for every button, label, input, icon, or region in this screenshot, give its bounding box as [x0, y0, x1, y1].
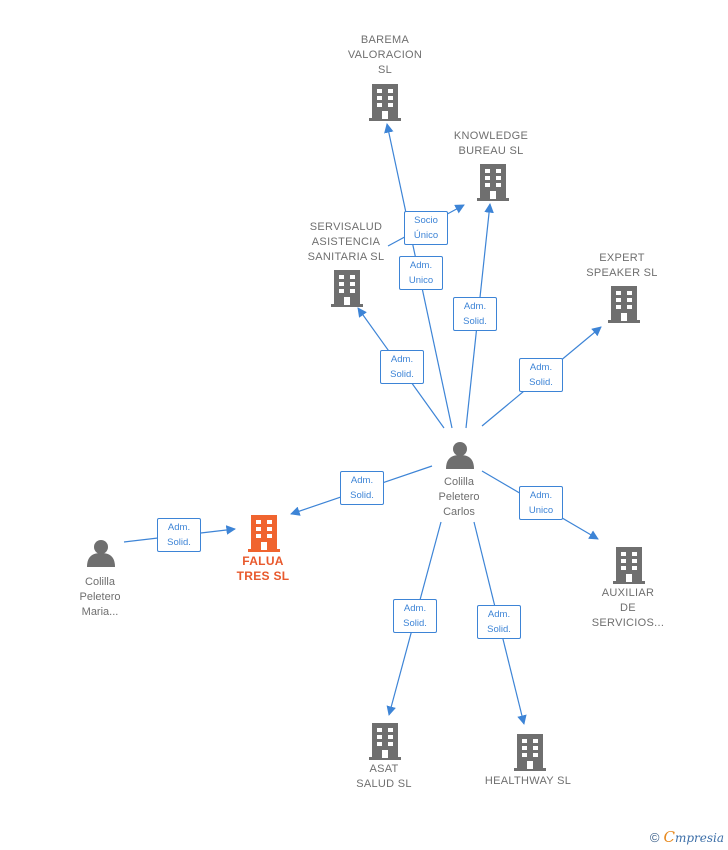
- building-icon-servisalud[interactable]: [331, 270, 363, 307]
- node-label-servisalud[interactable]: SERVISALUD ASISTENCIA SANITARIA SL: [307, 220, 385, 263]
- node-label-asat[interactable]: ASAT SALUD SL: [356, 763, 412, 790]
- building-icon-barema[interactable]: [369, 84, 401, 121]
- edge-label-carlos-to-healthway[interactable]: Adm. Solid.: [477, 605, 521, 639]
- edge-label-carlos-to-asat[interactable]: Adm. Solid.: [393, 599, 437, 633]
- footer: © Cmpresia: [650, 828, 724, 846]
- edge-label-carlos-to-knowledge[interactable]: Adm. Solid.: [453, 297, 497, 331]
- edge-label-carlos-to-servisalud[interactable]: Adm. Solid.: [380, 350, 424, 384]
- edge-label-servisalud-to-knowledge[interactable]: Socio Único: [404, 211, 448, 245]
- node-label-auxiliar[interactable]: AUXILIAR DE SERVICIOS...: [591, 586, 665, 629]
- building-icon-knowledge[interactable]: [477, 164, 509, 201]
- person-icon-carlos[interactable]: [446, 442, 474, 469]
- edge-label-carlos-to-expert[interactable]: Adm. Solid.: [519, 358, 563, 392]
- node-label-barema[interactable]: BAREMA VALORACION SL: [347, 33, 423, 76]
- node-label-falua[interactable]: FALUA TRES SL: [236, 554, 290, 583]
- edge-label-carlos-to-auxiliar[interactable]: Adm. Unico: [519, 486, 563, 520]
- edge-label-carlos-to-barema[interactable]: Adm. Unico: [399, 256, 443, 290]
- empresia-logo[interactable]: Cmpresia: [663, 828, 724, 846]
- building-icon-falua[interactable]: [248, 515, 280, 552]
- person-icon-maria[interactable]: [87, 540, 115, 567]
- building-icon-asat[interactable]: [369, 723, 401, 760]
- building-icon-auxiliar[interactable]: [613, 547, 645, 584]
- building-icon-expert[interactable]: [608, 286, 640, 323]
- building-icon-healthway[interactable]: [514, 734, 546, 771]
- icons-layer: [87, 84, 645, 771]
- node-label-carlos[interactable]: Colilla Peletero Carlos: [438, 475, 480, 518]
- node-label-expert[interactable]: EXPERT SPEAKER SL: [586, 252, 658, 279]
- edge-label-carlos-to-falua[interactable]: Adm. Solid.: [340, 471, 384, 505]
- copyright-icon: ©: [649, 829, 660, 845]
- node-label-healthway[interactable]: HEALTHWAY SL: [484, 774, 572, 787]
- edge-label-maria-to-falua[interactable]: Adm. Solid.: [157, 518, 201, 552]
- edges-layer: [123, 123, 602, 725]
- node-label-maria[interactable]: Colilla Peletero Maria...: [79, 575, 121, 618]
- node-label-knowledge[interactable]: KNOWLEDGE BUREAU SL: [453, 130, 529, 157]
